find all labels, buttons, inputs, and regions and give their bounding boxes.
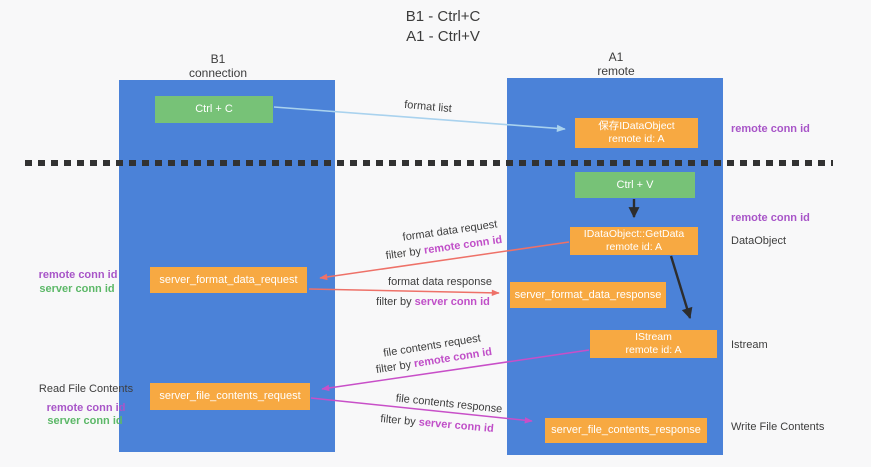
node-format-response-label: server_format_data_response: [514, 288, 662, 301]
column-header-a1: A1 remote: [597, 50, 634, 78]
node-file-response-label: server_file_contents_response: [551, 424, 701, 436]
title-line-paste: A1 - Ctrl+V: [406, 28, 480, 45]
left-remote-conn-id-top: remote conn id: [38, 269, 118, 281]
node-ctrl-c-label: Ctrl + C: [195, 103, 233, 115]
node-save-idataobject-line2: remote id: A: [608, 133, 665, 145]
column-a1-subtitle: remote: [597, 64, 635, 78]
right-dataobject-label: DataObject: [731, 235, 787, 247]
column-a1-name: A1: [608, 50, 624, 64]
label-format-list: format list: [403, 98, 453, 116]
node-ctrl-v-label: Ctrl + V: [616, 178, 654, 191]
node-save-idataobject-line1: 保存IDataObject: [598, 120, 675, 132]
node-getdata-line1: IDataObject::GetData: [583, 228, 685, 240]
node-ctrl-c: Ctrl + C: [155, 96, 273, 123]
node-istream: IStream remote id: A: [590, 330, 717, 358]
filter-by-text: filter by: [376, 296, 412, 308]
left-remote-conn-id-bottom: remote conn id: [46, 402, 126, 414]
node-idataobject-getdata: IDataObject::GetData remote id: A: [570, 227, 698, 255]
left-read-file-contents: Read File Contents: [38, 383, 134, 395]
node-save-idataobject: 保存IDataObject remote id: A: [575, 118, 698, 148]
node-ctrl-v: Ctrl + V: [575, 172, 695, 198]
label-file-contents-response: file contents response: [395, 392, 503, 416]
filter-by-text: filter by: [385, 245, 422, 263]
filter-server-conn-id: server conn id: [418, 416, 495, 435]
column-header-b1: B1 connection: [189, 52, 247, 80]
node-format-request-label: server_format_data_request: [159, 273, 298, 286]
column-b1-subtitle: connection: [188, 66, 248, 80]
label-format-data-response: format data response: [388, 276, 492, 288]
node-server-file-contents-request: server_file_contents_request: [150, 383, 310, 410]
filter-by-text: filter by: [379, 413, 417, 429]
right-remote-conn-id-top: remote conn id: [731, 123, 810, 135]
node-file-request-label: server_file_contents_request: [159, 390, 301, 402]
left-server-conn-id-top: server conn id: [39, 283, 115, 295]
node-getdata-line2: remote id: A: [605, 241, 663, 253]
label-file-response-filter: filter by server conn id: [380, 413, 494, 435]
right-istream-label: Istream: [731, 339, 768, 351]
right-write-file-contents: Write File Contents: [731, 421, 825, 433]
title-line-copy: B1 - Ctrl+C: [405, 8, 481, 25]
filter-by-text: filter by: [375, 358, 413, 377]
node-istream-line2: remote id: A: [625, 344, 682, 356]
node-istream-line1: IStream: [635, 331, 672, 343]
node-server-format-data-response: server_format_data_response: [510, 282, 666, 308]
arrow-format-data-response: [308, 288, 500, 297]
node-server-format-data-request: server_format_data_request: [150, 267, 307, 293]
filter-server-conn-id: server conn id: [414, 296, 490, 308]
left-server-conn-id-bottom: server conn id: [47, 415, 123, 427]
node-server-file-contents-response: server_file_contents_response: [545, 418, 707, 443]
label-format-response-filter: filter by server conn id: [376, 296, 490, 308]
right-remote-conn-id-mid: remote conn id: [731, 212, 810, 224]
column-b1-name: B1: [210, 52, 226, 66]
diagram-title: B1 - Ctrl+C A1 - Ctrl+V: [406, 7, 481, 47]
